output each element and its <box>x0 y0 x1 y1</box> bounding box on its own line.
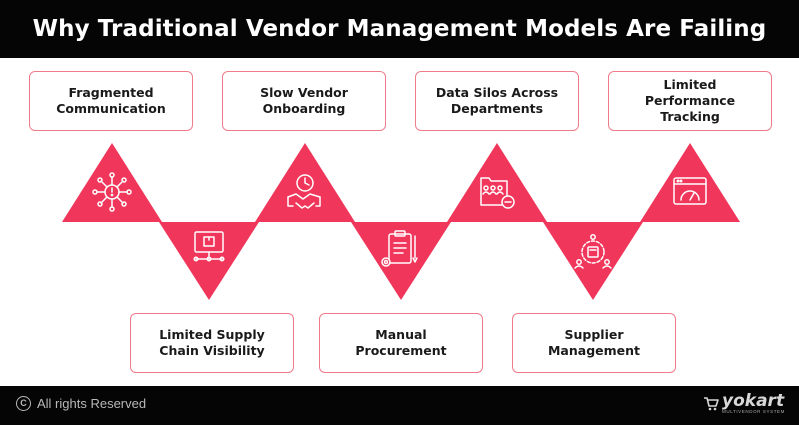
speedometer-browser-icon <box>673 177 707 205</box>
card-manual-procurement: Manual Procurement <box>319 313 483 373</box>
triangle-down-3 <box>543 222 643 300</box>
card-label: Slow Vendor Onboarding <box>260 85 348 116</box>
header-bar: Why Traditional Vendor Management Models… <box>0 0 799 58</box>
card-label: Supplier Management <box>547 327 640 358</box>
copyright-icon: C <box>16 396 31 411</box>
team-gear-icon <box>574 234 612 269</box>
card-label: Manual Procurement <box>355 327 447 358</box>
team-folder-icon <box>480 177 515 209</box>
card-label: Data Silos Across Departments <box>435 85 559 116</box>
copyright: C All rights Reserved <box>16 396 146 411</box>
brand-tagline: MULTIVENDOR SYSTEM <box>722 409 785 414</box>
card-limited-performance-tracking: Limited Performance Tracking <box>608 71 772 131</box>
cart-icon <box>704 397 719 411</box>
brand-name: yokart <box>722 391 785 411</box>
triangle-down-2 <box>351 222 451 300</box>
card-label: Limited Performance Tracking <box>644 77 736 124</box>
card-slow-vendor-onboarding: Slow Vendor Onboarding <box>222 71 386 131</box>
copyright-text: All rights Reserved <box>37 396 147 411</box>
network-alert-icon <box>92 172 132 212</box>
card-data-silos: Data Silos Across Departments <box>415 71 579 131</box>
handshake-clock-icon <box>287 174 321 209</box>
brand-logo: yokart MULTIVENDOR SYSTEM <box>703 392 785 414</box>
card-limited-supply-chain-visibility: Limited Supply Chain Visibility <box>130 313 294 373</box>
card-label: Limited Supply Chain Visibility <box>159 327 265 358</box>
footer-bar: C All rights Reserved yokart MULTIVENDOR… <box>0 386 799 425</box>
card-fragmented-communication: Fragmented Communication <box>29 71 193 131</box>
triangle-up-4 <box>640 143 740 222</box>
card-supplier-management: Supplier Management <box>512 313 676 373</box>
clipboard-gear-icon <box>381 230 418 267</box>
card-label: Fragmented Communication <box>56 85 166 116</box>
triangle-up-3 <box>447 143 547 222</box>
monitor-box-icon <box>193 231 225 262</box>
page-title: Why Traditional Vendor Management Models… <box>32 16 767 42</box>
